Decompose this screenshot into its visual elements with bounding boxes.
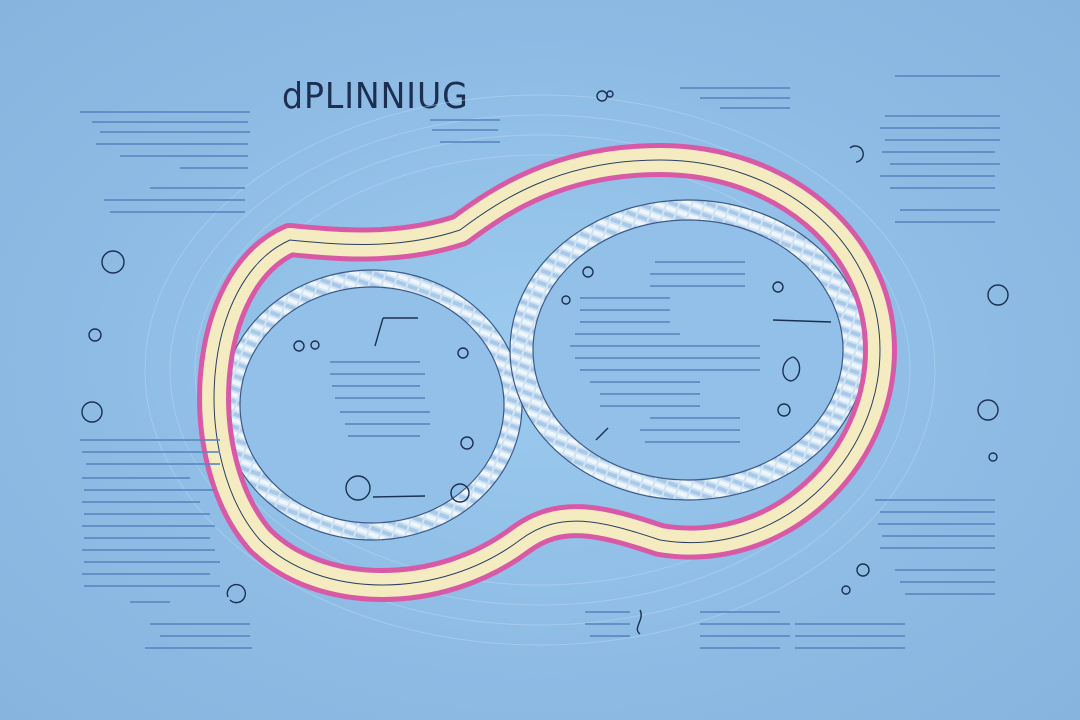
right-loop	[509, 199, 867, 501]
outer-ribbon	[197, 143, 897, 602]
decorative-doodles	[81, 90, 1009, 635]
text-line-blocks	[80, 75, 1000, 649]
left-loop	[221, 269, 523, 541]
illustration-title: dPLINNIUG	[282, 76, 469, 117]
